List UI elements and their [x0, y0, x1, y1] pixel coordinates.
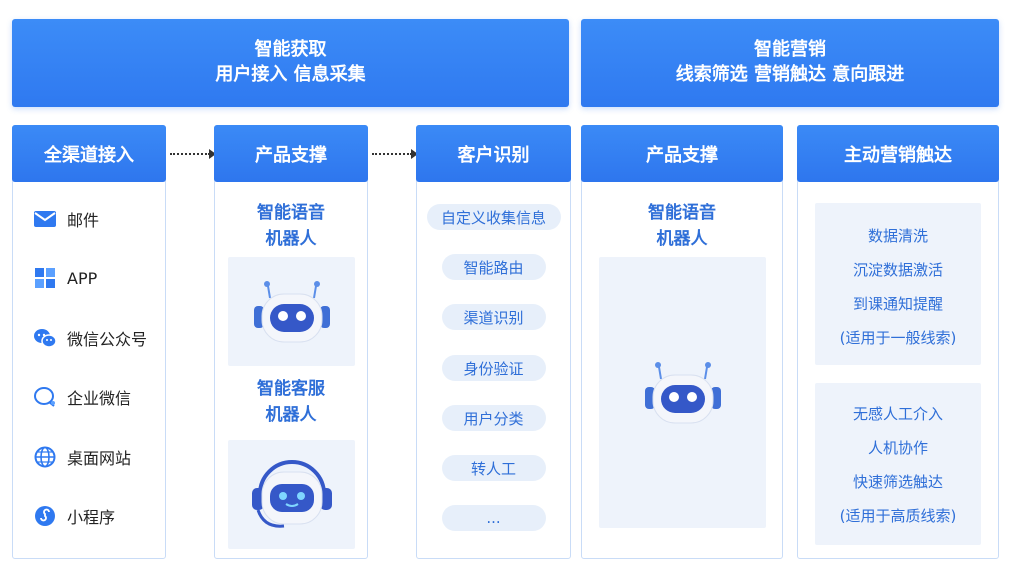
- channel-item-wecom: 企业微信: [33, 385, 131, 409]
- bot-title-line: 智能语音: [257, 203, 325, 223]
- banner-title: 智能营销: [754, 39, 826, 60]
- channel-label: 邮件: [67, 211, 100, 230]
- bot-title-line: 智能客服: [257, 379, 325, 399]
- column-product-support-2: 产品支撑 智能语音 机器人: [581, 125, 783, 559]
- marketing-line: 数据清洗: [867, 227, 928, 245]
- voice-robot-image: [599, 257, 766, 528]
- column-title: 全渠道接入: [12, 125, 166, 182]
- channel-label: 小程序: [67, 508, 116, 527]
- bot-title-line: 机器人: [265, 229, 317, 249]
- marketing-box-premium: 无感人工介入 人机协作 快速筛选触达 (适用于高质线索): [815, 383, 981, 545]
- miniprogram-icon: [33, 504, 57, 528]
- column-title: 产品支撑: [581, 125, 783, 182]
- column-channels: 全渠道接入 邮件 APP 微信公众号 企业微信 桌面网站 小程序: [12, 125, 166, 559]
- banner-subtitle: 线索筛选 营销触达 意向跟进: [675, 64, 905, 85]
- channel-label: APP: [67, 268, 98, 288]
- banner-subtitle: 用户接入 信息采集: [215, 64, 366, 85]
- column-customer-identification: 客户识别 自定义收集信息 智能路由 渠道识别 身份验证 用户分类 转人工 ...: [416, 125, 571, 559]
- flow-arrow: [372, 149, 418, 159]
- service-robot-image: [228, 440, 355, 549]
- pill-item: 身份验证: [441, 355, 546, 381]
- marketing-line: (适用于高质线索): [839, 507, 957, 525]
- channel-item-website: 桌面网站: [33, 445, 131, 469]
- marketing-line: 无感人工介入: [852, 405, 943, 423]
- banner-smart-acquisition: 智能获取 用户接入 信息采集: [12, 19, 569, 107]
- marketing-line: 人机协作: [867, 439, 928, 457]
- column-title: 客户识别: [416, 125, 571, 182]
- voice-robot-image: [228, 257, 355, 366]
- marketing-line: 到课通知提醒: [852, 295, 943, 313]
- marketing-box-general: 数据清洗 沉淀数据激活 到课通知提醒 (适用于一般线索): [815, 203, 981, 365]
- channel-item-wechat-official: 微信公众号: [33, 326, 147, 350]
- column-title: 产品支撑: [214, 125, 368, 182]
- pill-item: 用户分类: [441, 405, 546, 431]
- robot-icon: [253, 280, 330, 342]
- channel-label: 桌面网站: [67, 449, 132, 468]
- bot-title-line: 机器人: [265, 405, 317, 425]
- pill-item: 自定义收集信息: [426, 204, 561, 230]
- bot-title-voice: 智能语音 机器人: [582, 200, 782, 252]
- mail-icon: [33, 207, 57, 231]
- column-active-marketing: 主动营销触达 数据清洗 沉淀数据激活 到课通知提醒 (适用于一般线索) 无感人工…: [797, 125, 999, 559]
- pill-item: ...: [441, 505, 546, 531]
- banner-title: 智能获取: [254, 39, 327, 60]
- marketing-line: 快速筛选触达: [852, 473, 943, 491]
- pill-item: 渠道识别: [441, 304, 546, 330]
- channel-item-miniprogram: 小程序: [33, 504, 115, 528]
- channel-label: 微信公众号: [67, 330, 148, 349]
- channel-item-app: APP: [33, 266, 97, 290]
- app-grid-icon: [33, 266, 57, 290]
- bot-title-line: 智能语音: [648, 203, 716, 223]
- channel-label: 企业微信: [67, 389, 132, 408]
- bot-title-voice: 智能语音 机器人: [215, 200, 367, 252]
- pill-item: 智能路由: [441, 254, 546, 280]
- marketing-line: 沉淀数据激活: [852, 261, 943, 279]
- bot-title-service: 智能客服 机器人: [215, 376, 367, 428]
- channel-item-mail: 邮件: [33, 207, 99, 231]
- wecom-icon: [33, 385, 57, 409]
- column-title: 主动营销触达: [797, 125, 999, 182]
- column-product-support: 产品支撑 智能语音 机器人 智能客服 机器人: [214, 125, 368, 559]
- marketing-line: (适用于一般线索): [839, 329, 957, 347]
- banner-smart-marketing: 智能营销 线索筛选 营销触达 意向跟进: [581, 19, 999, 107]
- robot-icon: [644, 361, 721, 423]
- wechat-icon: [33, 326, 57, 350]
- globe-icon: [33, 445, 57, 469]
- headset-robot-icon: [251, 459, 332, 528]
- pill-item: 转人工: [441, 455, 546, 481]
- bot-title-line: 机器人: [656, 229, 708, 249]
- flow-arrow: [170, 149, 216, 159]
